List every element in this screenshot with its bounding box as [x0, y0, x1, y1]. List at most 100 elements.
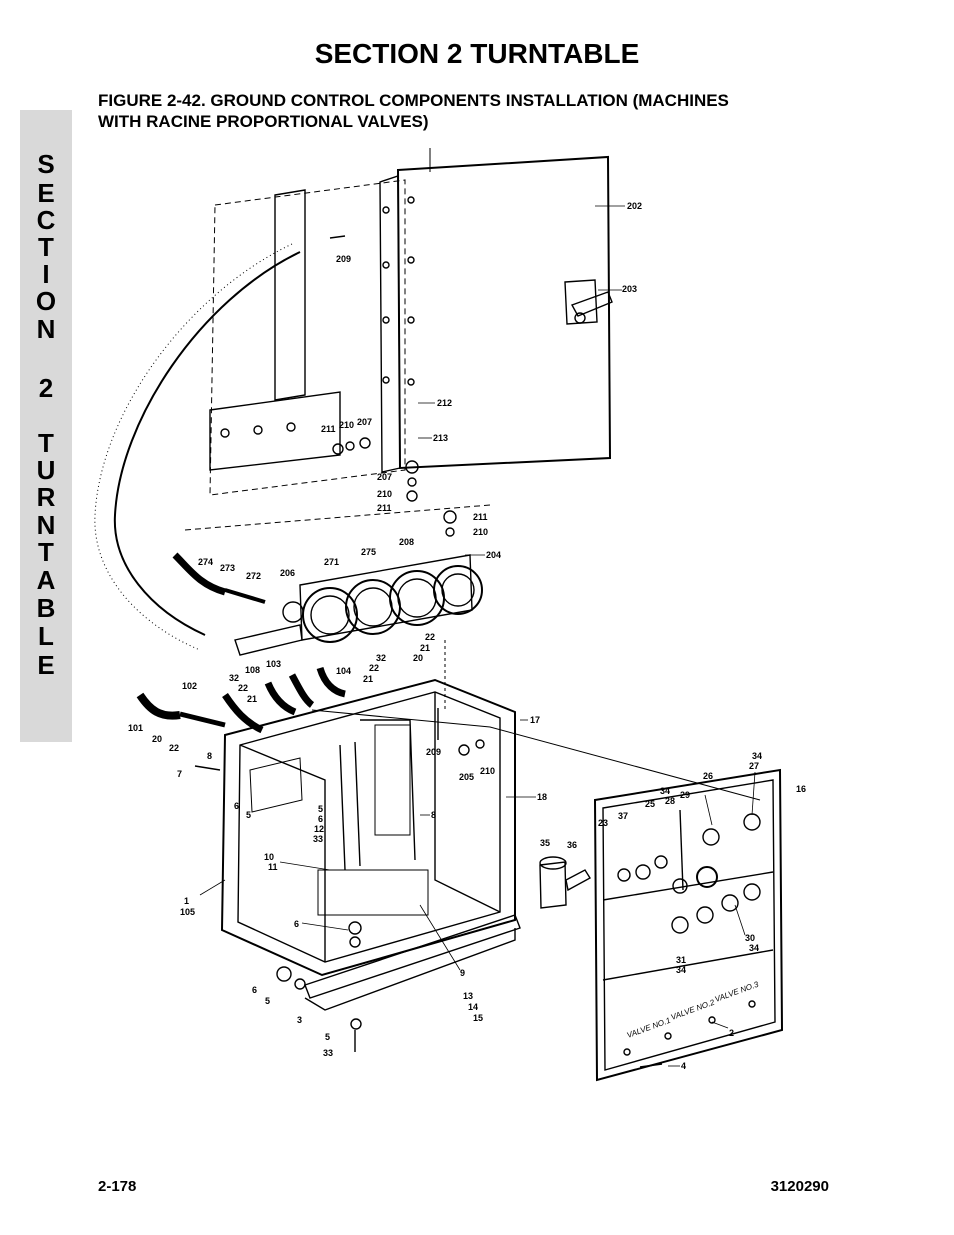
- callout-label: 22: [169, 743, 179, 753]
- callout-label: 16: [796, 784, 806, 794]
- callout-label: 103: [266, 659, 281, 669]
- callout-label: 6: [252, 985, 257, 995]
- callout-label: 272: [246, 571, 261, 581]
- callout-label: 9: [460, 968, 465, 978]
- side-tab-letter: C: [36, 205, 56, 235]
- callout-label: 210: [473, 527, 488, 537]
- callout-label: 27: [749, 761, 759, 771]
- callout-label: 5: [265, 996, 270, 1006]
- callout-label: 5: [318, 804, 323, 814]
- callout-label: 211: [321, 424, 336, 434]
- callout-label: 8: [207, 751, 212, 761]
- section-side-tab: S E C T I O N 2 T U R N T A B L E: [20, 110, 72, 742]
- callout-label: 33: [313, 834, 323, 844]
- callout-label: 204: [486, 550, 501, 560]
- callout-label: 11: [268, 862, 278, 872]
- callout-label: 18: [537, 792, 547, 802]
- callout-label: 33: [323, 1048, 333, 1058]
- callout-label: 271: [324, 557, 339, 567]
- valve-plate-labels: VALVE NO.1 VALVE NO.2 VALVE NO.3: [626, 980, 761, 1040]
- callout-label: 14: [468, 1002, 478, 1012]
- callout-label: 21: [420, 643, 430, 653]
- callout-label: 102: [182, 681, 197, 691]
- callout-label: 17: [530, 715, 540, 725]
- side-tab-letter: R: [36, 482, 56, 512]
- callout-label: 34: [752, 751, 762, 761]
- callout-label: 34: [749, 943, 759, 953]
- callout-label: 1: [184, 896, 189, 906]
- side-tab-letter: O: [35, 286, 57, 316]
- side-tab-letter: T: [38, 428, 54, 458]
- callout-label: 210: [480, 766, 495, 776]
- callout-label: 210: [377, 489, 392, 499]
- callout-label: 207: [357, 417, 372, 427]
- callout-label: 209: [426, 747, 441, 757]
- callout-label: 15: [473, 1013, 483, 1023]
- callout-label: 105: [180, 907, 195, 917]
- side-tab-letter: U: [36, 455, 56, 485]
- callout-label: 12: [314, 824, 324, 834]
- callout-label: 20: [152, 734, 162, 744]
- callout-label: 6: [234, 801, 239, 811]
- callout-label: 275: [361, 547, 376, 557]
- callout-label: 20: [413, 653, 423, 663]
- callout-label: 2: [729, 1028, 734, 1038]
- callout-label: 213: [433, 433, 448, 443]
- callout-label: 25: [645, 799, 655, 809]
- document-number: 3120290: [770, 1178, 829, 1195]
- side-tab-letter: T: [38, 232, 54, 262]
- callout-label: 6: [294, 919, 299, 929]
- section-title: SECTION 2 TURNTABLE: [314, 38, 640, 69]
- callout-label: 37: [618, 811, 628, 821]
- callout-label: 23: [598, 818, 608, 828]
- diagram-drawing: [94, 148, 784, 1082]
- callout-label: 32: [229, 673, 239, 683]
- callout-label: 32: [376, 653, 386, 663]
- callout-label: 211: [377, 503, 392, 513]
- callout-label: 7: [177, 769, 182, 779]
- side-tab-letter: T: [38, 537, 54, 567]
- callout-label: 205: [459, 772, 474, 782]
- side-tab-letter: 2: [38, 373, 54, 403]
- callout-label: 22: [369, 663, 379, 673]
- callout-label: 31: [676, 955, 686, 965]
- callout-label: 10: [264, 852, 274, 862]
- callout-label: 274: [198, 557, 213, 567]
- callout-label: 30: [745, 933, 755, 943]
- side-tab-letter: E: [37, 650, 55, 680]
- callout-label: 28: [665, 796, 675, 806]
- callout-label: 8: [431, 810, 436, 820]
- page-number: 2-178: [98, 1178, 137, 1195]
- figure-caption-line-2: WITH RACINE PROPORTIONAL VALVES): [98, 112, 429, 131]
- valve-label-3: VALVE NO.3: [714, 980, 761, 1004]
- callout-labels: 202 203 209 212 213 211 210 207 207 210 …: [128, 201, 806, 1071]
- callout-label: 13: [463, 991, 473, 1001]
- callout-label: 208: [399, 537, 414, 547]
- callout-label: 21: [247, 694, 257, 704]
- callout-label: 35: [540, 838, 550, 848]
- callout-label: 5: [246, 810, 251, 820]
- callout-label: 210: [339, 420, 354, 430]
- side-tab-letter: B: [36, 593, 56, 623]
- figure-caption: FIGURE 2-42. GROUND CONTROL COMPONENTS I…: [98, 90, 818, 132]
- callout-label: 211: [473, 512, 488, 522]
- callout-label: 104: [336, 666, 351, 676]
- callout-label: 22: [238, 683, 248, 693]
- callout-label: 273: [220, 563, 235, 573]
- callout-label: 206: [280, 568, 295, 578]
- side-tab-letter: A: [36, 565, 56, 595]
- callout-label: 209: [336, 254, 351, 264]
- callout-label: 6: [318, 814, 323, 824]
- side-tab-letter: N: [36, 510, 56, 540]
- callout-label: 3: [297, 1015, 302, 1025]
- callout-label: 212: [437, 398, 452, 408]
- callout-leaders: [199, 205, 756, 1067]
- side-tab-letter: L: [38, 621, 54, 651]
- side-tab-letter: I: [42, 259, 50, 289]
- callout-label: 36: [567, 840, 577, 850]
- figure-caption-line-1: FIGURE 2-42. GROUND CONTROL COMPONENTS I…: [98, 91, 729, 110]
- callout-label: 5: [325, 1032, 330, 1042]
- callout-label: 108: [245, 665, 260, 675]
- side-tab-letter: N: [36, 314, 56, 344]
